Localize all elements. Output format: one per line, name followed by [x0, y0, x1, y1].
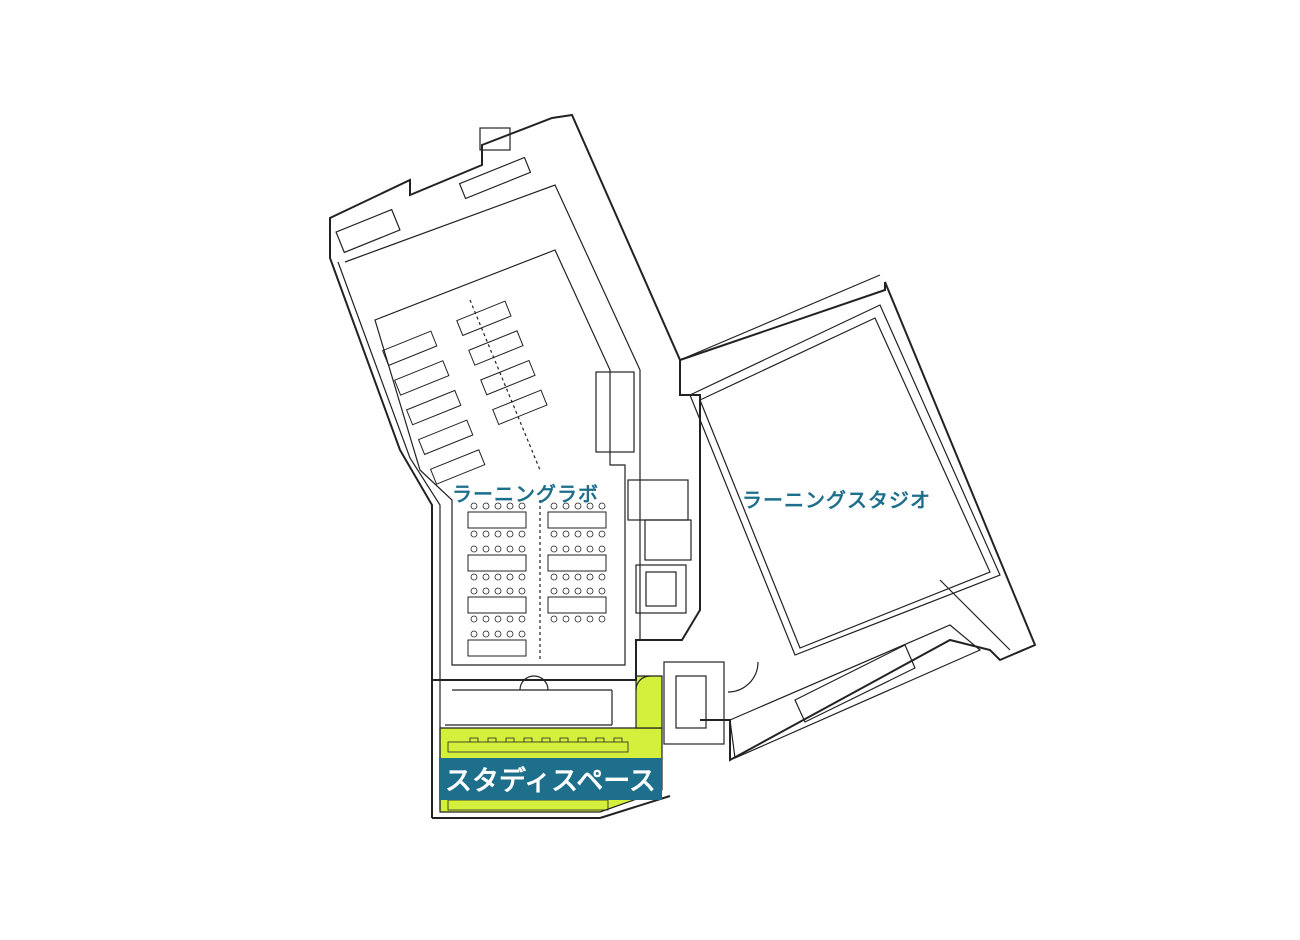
toilet-1	[627, 479, 689, 521]
core-room-1	[595, 371, 635, 453]
elevator	[635, 564, 687, 614]
door-swing-corridor	[635, 675, 651, 691]
study-space-area-upper	[635, 675, 663, 729]
stair-n	[458, 156, 532, 200]
stair-core-inner	[675, 675, 707, 729]
stair-core	[663, 661, 725, 745]
upper-lab-furniture	[381, 300, 548, 485]
learning-studio-label: ラーニングスタジオ	[742, 488, 931, 512]
left-wing-west-wall	[337, 261, 441, 810]
learning-studio-room	[689, 304, 1001, 656]
east-corner	[939, 579, 1011, 651]
partition-line-2	[469, 299, 541, 471]
stair-top	[479, 127, 511, 151]
elevator-car	[645, 571, 677, 607]
study-space-seats	[447, 737, 629, 811]
stair-se	[794, 644, 916, 723]
learning-lab-label: ラーニングラボ	[452, 482, 599, 506]
right-wing-outline	[679, 281, 1037, 762]
study-space-label: スタディスペース	[439, 758, 662, 800]
north-roof-edge	[679, 274, 881, 361]
lower-lab-furniture	[467, 511, 607, 657]
stair-se-outer	[729, 624, 982, 759]
door-swing-lab	[519, 675, 549, 691]
learning-studio-inner	[699, 317, 991, 649]
lower-lab-chairs	[470, 502, 606, 638]
stair-nw	[335, 208, 401, 254]
left-wing-inner-wall	[344, 184, 641, 640]
learning-lab-room	[374, 249, 626, 666]
door-swing-studio	[727, 661, 759, 693]
toilet-2	[644, 519, 692, 561]
